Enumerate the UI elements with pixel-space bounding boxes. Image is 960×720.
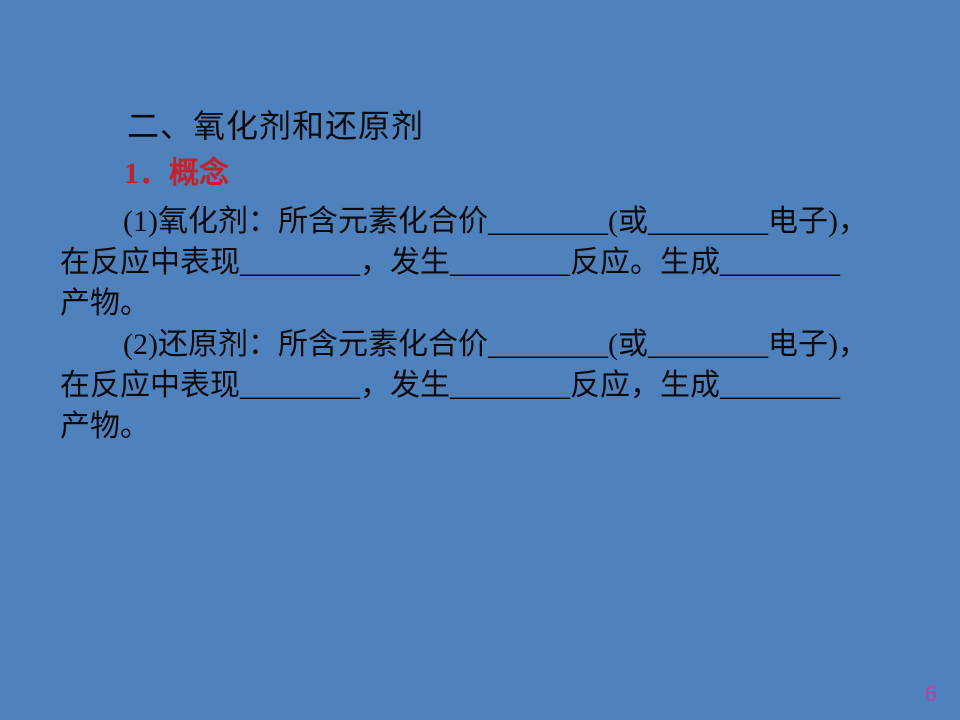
body-line-reducer-1: (2)还原剂：所含元素化合价________(或________电子)，	[123, 328, 868, 361]
page-number: 6	[925, 681, 937, 706]
body-line-oxidizer-1: (1)氧化剂：所含元素化合价________(或________电子)，	[123, 205, 868, 238]
body-line-oxidizer-2: 在反应中表现________，发生________反应。生成________	[60, 246, 840, 279]
body-line-reducer-2: 在反应中表现________，发生________反应，生成________	[60, 369, 840, 402]
body-text: (1)氧化剂：所含元素化合价________(或________电子)， 在反应…	[60, 201, 905, 447]
slide-title: 二、氧化剂和还原剂	[127, 108, 425, 144]
section-heading: 1．概念	[124, 157, 229, 190]
body-line-reducer-3: 产物。	[60, 410, 150, 443]
body-line-oxidizer-3: 产物。	[60, 287, 150, 320]
